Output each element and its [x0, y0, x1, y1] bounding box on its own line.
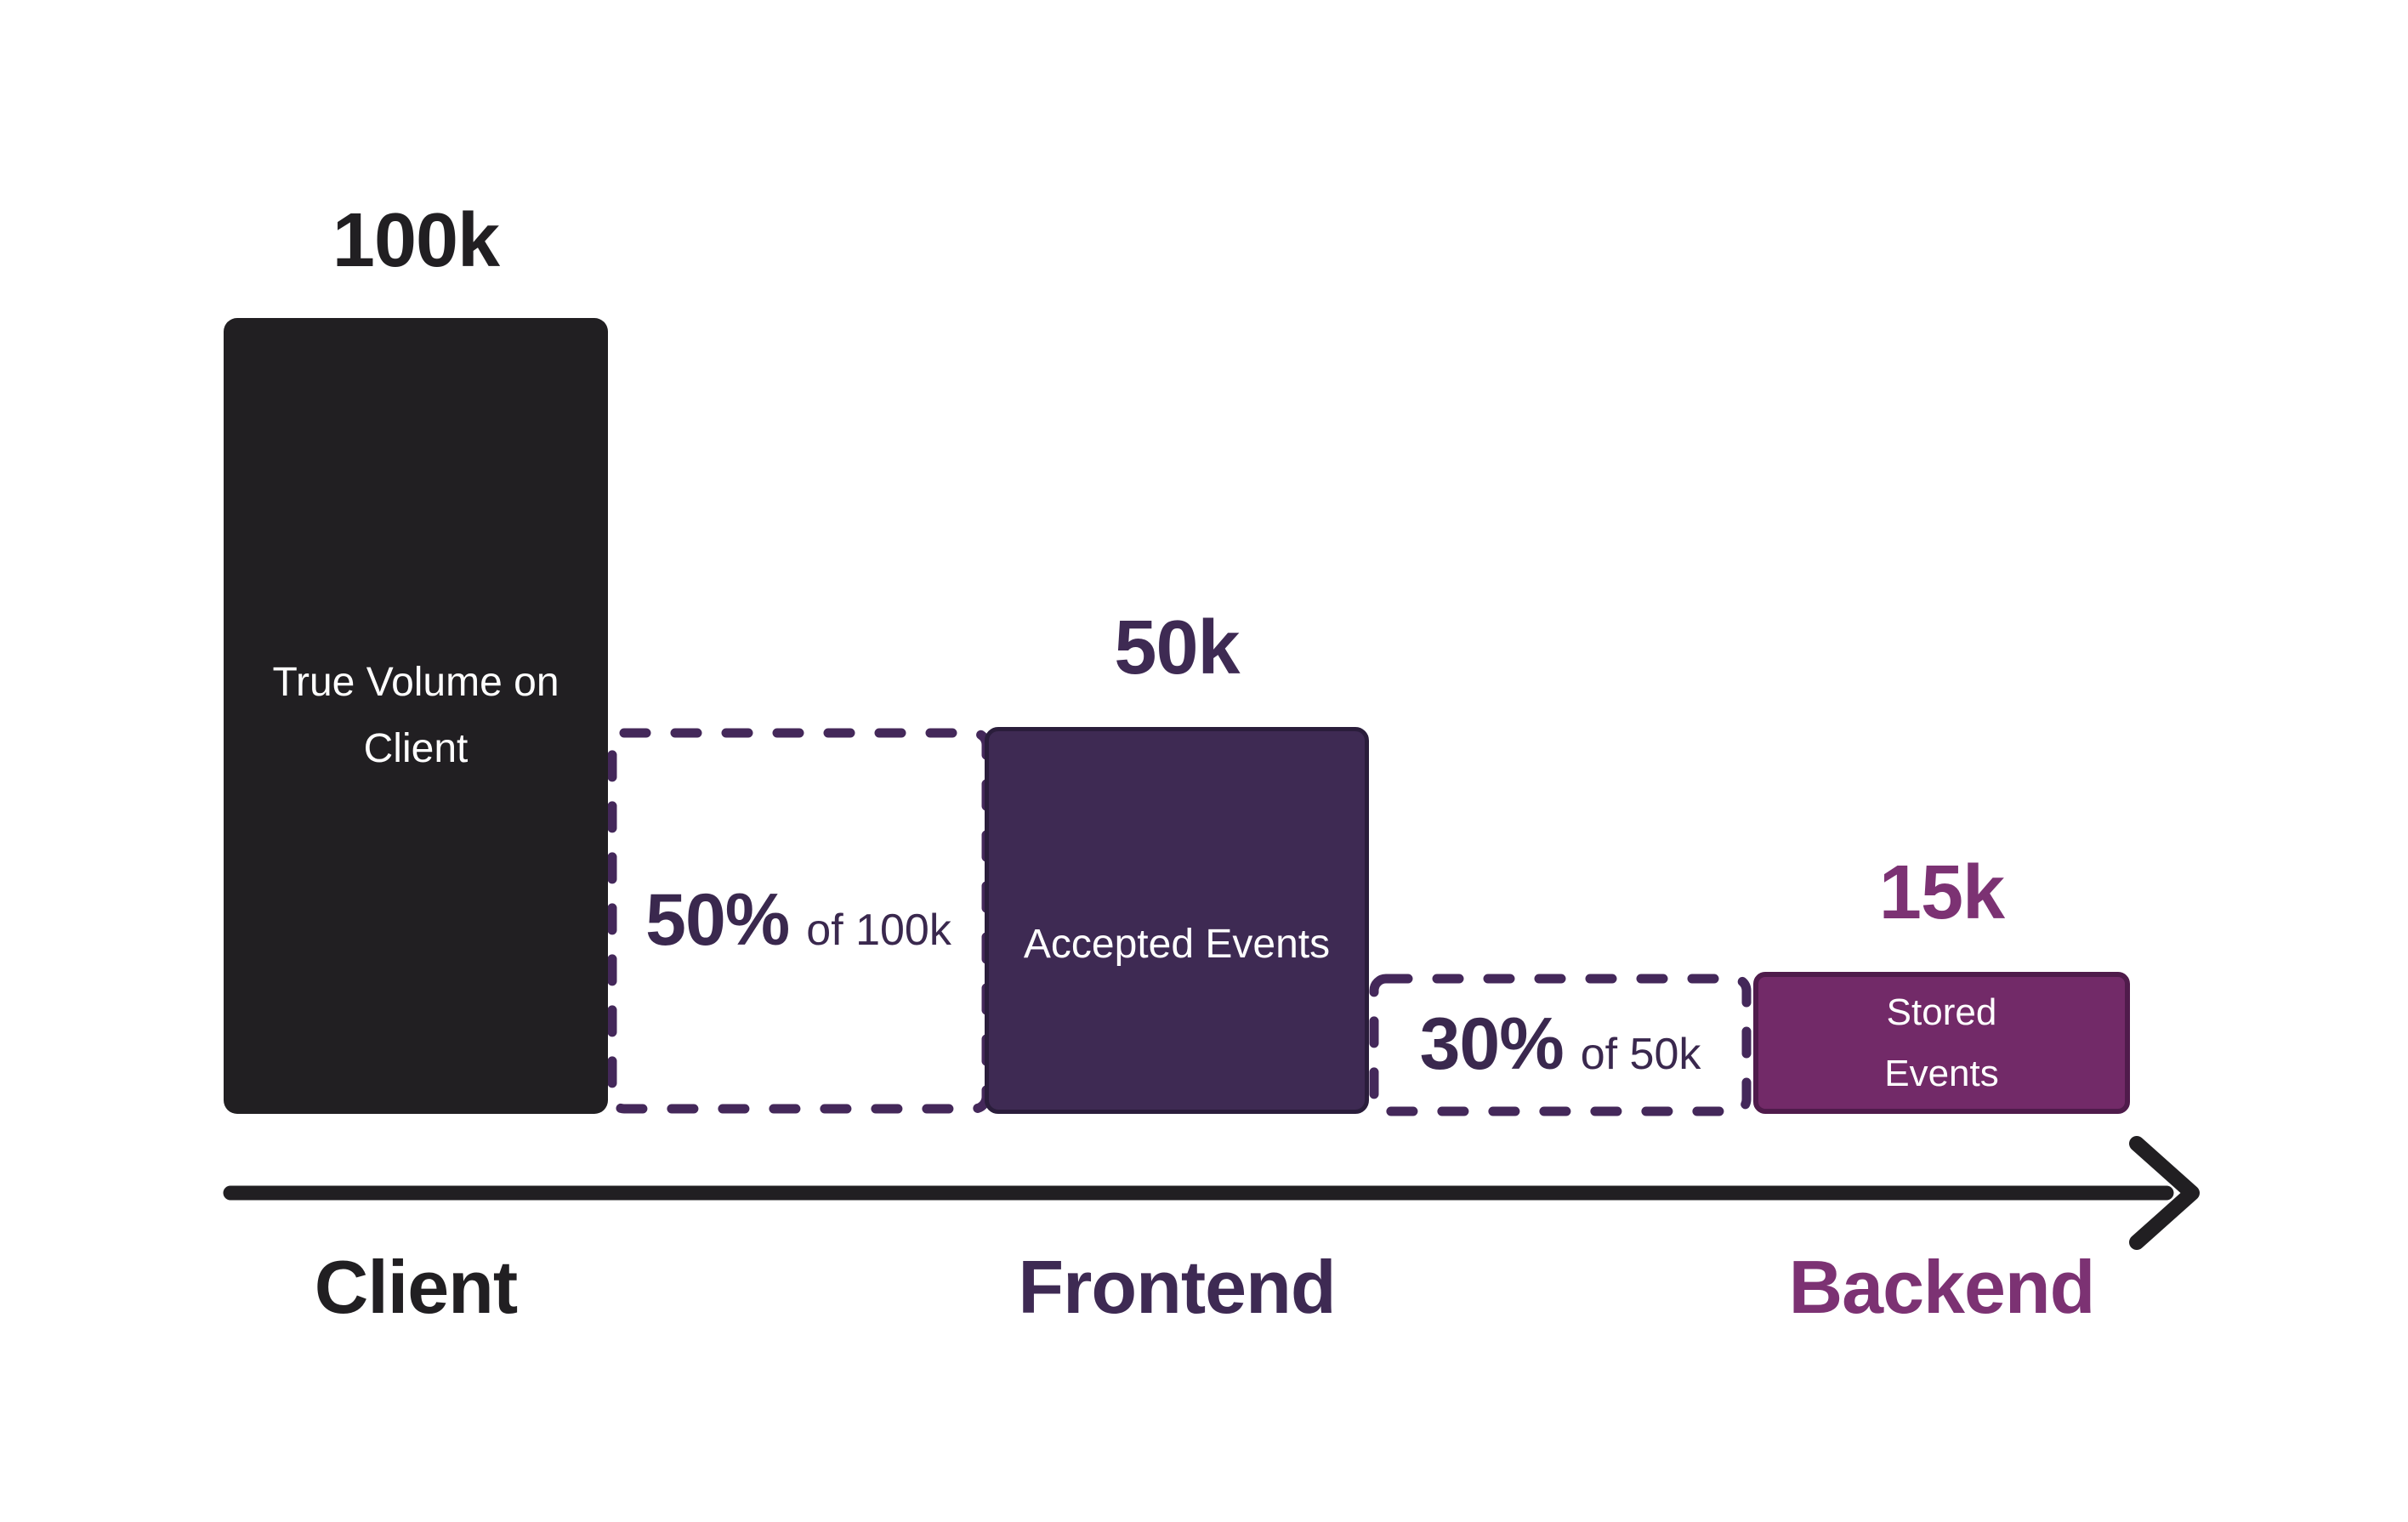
bar-label: True Volume on Client: [272, 660, 559, 771]
x-axis-arrowhead-icon: [2129, 1136, 2200, 1250]
dropoff-of: of 50k: [1580, 1030, 1701, 1079]
dropoff-of: of 100k: [806, 905, 951, 955]
bar-accepted-events: Accepted Events: [985, 727, 1369, 1114]
value-label-backend: 15k: [1878, 850, 2005, 935]
bar-stored-events: Stored Events: [1753, 972, 2130, 1114]
bar-true-volume-on-client: True Volume on Client: [224, 318, 608, 1114]
axis-label-client: Client: [314, 1245, 518, 1329]
dropoff-annotation-text: 30% of 50k: [1420, 1002, 1701, 1087]
dropoff-annotation-text: 50% of 100k: [645, 878, 951, 963]
axis-label-backend: Backend: [1788, 1245, 2096, 1329]
dropoff-percent: 50%: [645, 878, 790, 961]
dropoff-percent: 30%: [1419, 1003, 1565, 1085]
dropoff-box-client-frontend: [607, 728, 991, 1114]
value-label-frontend: 50k: [1114, 605, 1240, 690]
value-label-client: 100k: [332, 198, 500, 283]
dropoff-annotation-2: 30% of 50k: [1369, 974, 1752, 1116]
dropoff-annotation-1: 50% of 100k: [607, 728, 990, 1112]
axis-label-frontend: Frontend: [1018, 1245, 1336, 1329]
bar-label: Stored Events: [1884, 991, 1999, 1094]
bar-label: Accepted Events: [1023, 922, 1331, 967]
dropoff-box-frontend-backend: [1369, 974, 1752, 1116]
